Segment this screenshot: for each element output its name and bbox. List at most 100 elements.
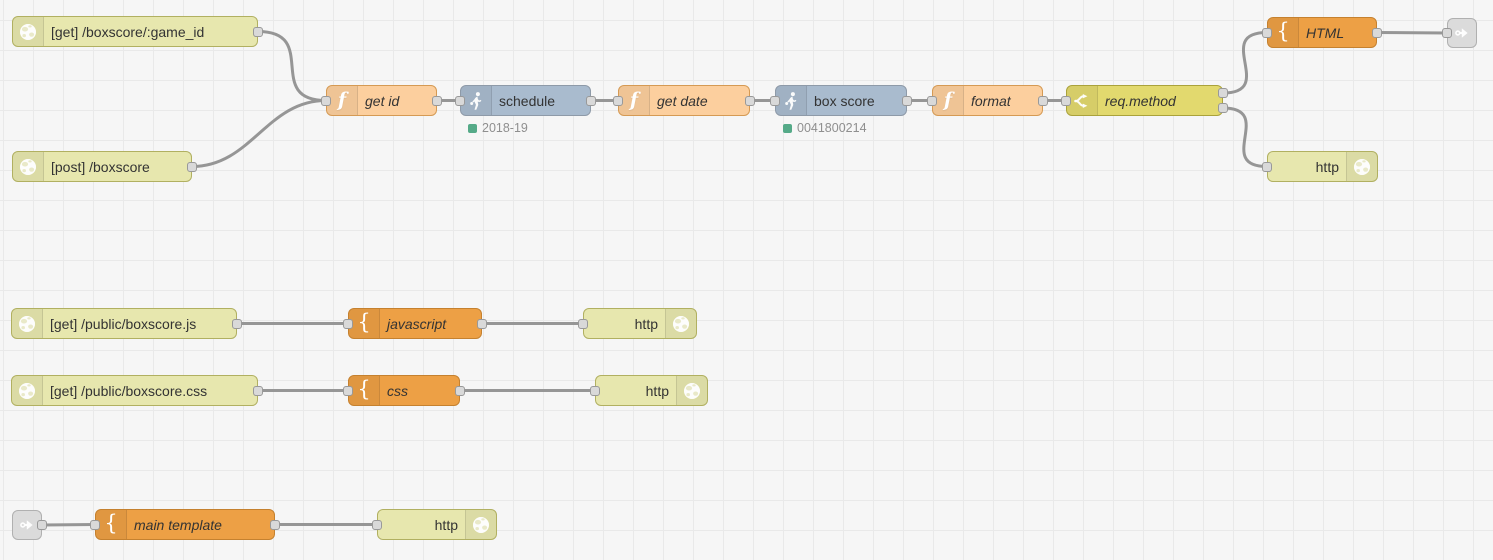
- status-indicator: 0041800214: [783, 121, 867, 135]
- status-text: 0041800214: [797, 121, 867, 135]
- node-label: format: [971, 92, 1011, 109]
- node-label: css: [387, 382, 408, 399]
- http-response-css-node[interactable]: http: [595, 375, 708, 406]
- output-port[interactable]: [455, 385, 465, 396]
- link-out-1-node[interactable]: [1447, 18, 1477, 48]
- input-port[interactable]: [1262, 161, 1272, 172]
- node-label: [post] /boxscore: [51, 158, 150, 175]
- template-icon: {: [1268, 18, 1299, 47]
- box-score-node[interactable]: box score: [775, 85, 907, 116]
- switch-icon: [1067, 86, 1098, 115]
- node-label: get id: [365, 92, 400, 109]
- node-label: [get] /public/boxscore.css: [50, 382, 208, 399]
- node-label: http: [1315, 158, 1339, 175]
- node-label: [get] /boxscore/:game_id: [51, 23, 205, 40]
- output-port[interactable]: [586, 95, 596, 106]
- node-label: main template: [134, 516, 222, 533]
- output-port[interactable]: [432, 95, 442, 106]
- get-date-node[interactable]: f get date: [618, 85, 750, 116]
- template-icon: {: [349, 376, 380, 405]
- input-port[interactable]: [1442, 28, 1452, 38]
- input-port[interactable]: [343, 385, 353, 396]
- wire-http_in_boxscore_post-to-get_id[interactable]: [191, 99, 327, 168]
- output-port[interactable]: [1218, 88, 1228, 98]
- output-port[interactable]: [37, 520, 47, 530]
- wire-link_in_1-to-template_main[interactable]: [41, 523, 96, 527]
- output-port[interactable]: [477, 318, 487, 329]
- function-icon: f: [327, 86, 358, 115]
- globe-icon: [13, 17, 44, 46]
- wire-req_method-to-http_response_1[interactable]: [1222, 106, 1268, 168]
- globe-icon: [13, 152, 44, 181]
- wire-http_in_boxscore_get-to-get_id[interactable]: [257, 30, 327, 102]
- http-in-boxscore-get-node[interactable]: [get] /boxscore/:game_id: [12, 16, 258, 47]
- globe-icon: [665, 309, 696, 338]
- template-js-node[interactable]: { javascript: [348, 308, 482, 339]
- output-port[interactable]: [253, 26, 263, 37]
- template-main-node[interactable]: { main template: [95, 509, 275, 540]
- node-label: schedule: [499, 92, 556, 109]
- input-port[interactable]: [1262, 27, 1272, 38]
- globe-icon: [12, 309, 43, 338]
- template-css-node[interactable]: { css: [348, 375, 460, 406]
- node-label: req.method: [1105, 92, 1176, 109]
- node-label: javascript: [387, 315, 447, 332]
- status-text: 2018-19: [482, 121, 528, 135]
- globe-icon: [465, 510, 496, 539]
- input-port[interactable]: [343, 318, 353, 329]
- output-port[interactable]: [745, 95, 755, 106]
- input-port[interactable]: [578, 318, 588, 329]
- node-label: [get] /public/boxscore.js: [50, 315, 197, 332]
- template-icon: {: [96, 510, 127, 539]
- globe-icon: [12, 376, 43, 405]
- output-port[interactable]: [270, 519, 280, 530]
- status-dot-icon: [468, 123, 477, 133]
- status-indicator: 2018-19: [468, 121, 528, 135]
- input-port[interactable]: [927, 95, 937, 106]
- input-port[interactable]: [770, 95, 780, 106]
- input-port[interactable]: [455, 95, 465, 106]
- output-port[interactable]: [253, 385, 263, 396]
- http-in-boxscore-post-node[interactable]: [post] /boxscore: [12, 151, 192, 182]
- input-port[interactable]: [1061, 95, 1071, 106]
- http-in-js-node[interactable]: [get] /public/boxscore.js: [11, 308, 237, 339]
- node-label: http: [434, 516, 458, 533]
- output-port[interactable]: [902, 95, 912, 106]
- nba-icon: [776, 86, 807, 115]
- node-label: box score: [814, 92, 875, 109]
- http-in-css-node[interactable]: [get] /public/boxscore.css: [11, 375, 258, 406]
- output-port[interactable]: [187, 161, 197, 172]
- wire-req_method-to-html_template[interactable]: [1222, 31, 1268, 95]
- node-label: http: [645, 382, 669, 399]
- input-port[interactable]: [90, 519, 100, 530]
- function-icon: f: [619, 86, 650, 115]
- function-icon: f: [933, 86, 964, 115]
- globe-icon: [1346, 152, 1377, 181]
- input-port[interactable]: [613, 95, 623, 106]
- link-icon: [13, 511, 41, 539]
- output-port[interactable]: [1372, 27, 1382, 38]
- html-template-node[interactable]: { HTML: [1267, 17, 1377, 48]
- node-label: get date: [657, 92, 708, 109]
- http-response-main-node[interactable]: http: [377, 509, 497, 540]
- wire-html_template-to-link_out_1[interactable]: [1376, 31, 1448, 35]
- input-port[interactable]: [321, 95, 331, 106]
- output-port[interactable]: [1038, 95, 1048, 106]
- get-id-node[interactable]: f get id: [326, 85, 437, 116]
- template-icon: {: [349, 309, 380, 338]
- status-dot-icon: [783, 123, 792, 133]
- output-port[interactable]: [232, 318, 242, 329]
- input-port[interactable]: [372, 519, 382, 530]
- http-response-1-node[interactable]: http: [1267, 151, 1378, 182]
- nba-icon: [461, 86, 492, 115]
- req-method-node[interactable]: req.method: [1066, 85, 1223, 116]
- http-response-js-node[interactable]: http: [583, 308, 697, 339]
- input-port[interactable]: [590, 385, 600, 396]
- output-port[interactable]: [1218, 103, 1228, 113]
- schedule-node[interactable]: schedule: [460, 85, 591, 116]
- globe-icon: [676, 376, 707, 405]
- node-label: HTML: [1306, 24, 1345, 41]
- node-label: http: [634, 315, 658, 332]
